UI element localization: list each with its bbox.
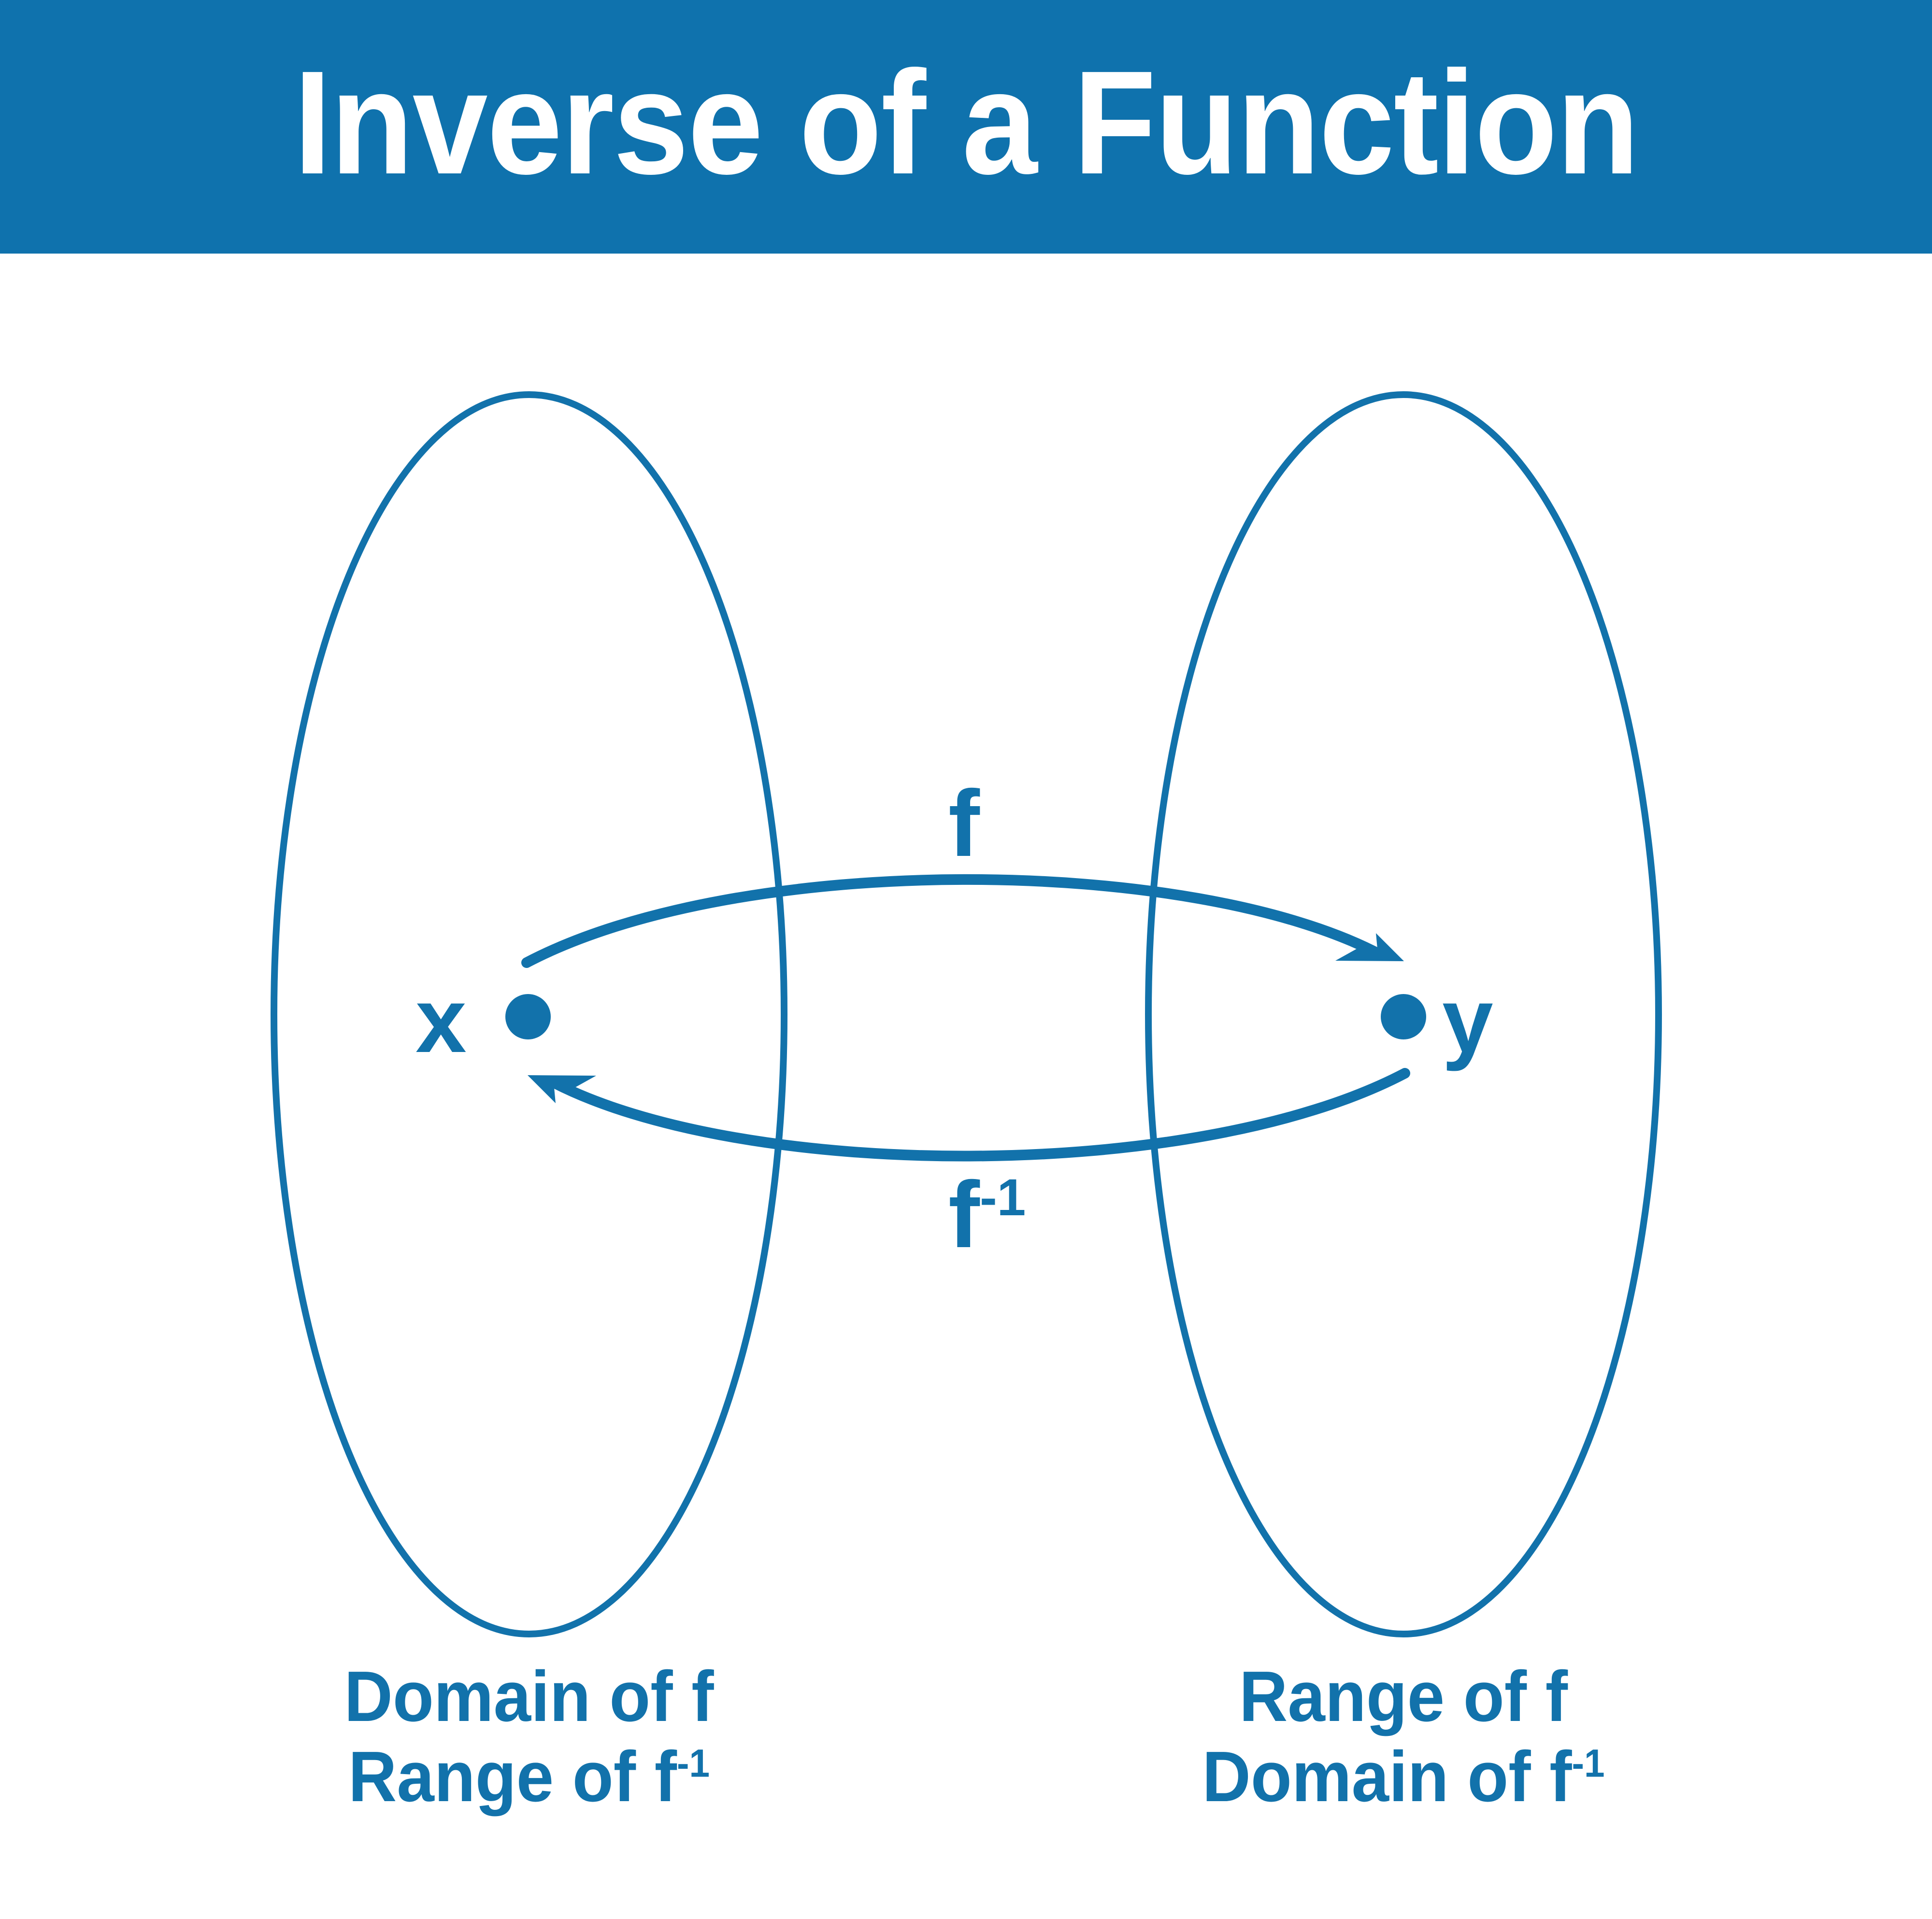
right-caption-line-1: Range of f xyxy=(1239,1657,1568,1736)
page-title: Inverse of a Function xyxy=(293,40,1639,205)
left-caption-line-2-base: Range of f xyxy=(348,1736,677,1817)
header-banner: Inverse of a Function xyxy=(0,0,1932,254)
right-caption-line-2-superscript: -1 xyxy=(1572,1741,1605,1786)
right-caption-line-2: Domain of f-1 xyxy=(1108,1737,1699,1817)
inverse-arrow xyxy=(528,1068,1410,1162)
right-set-caption: Range of f Domain of f-1 xyxy=(1108,1657,1699,1817)
inverse-arrow-head xyxy=(528,1075,596,1103)
left-set-ellipse xyxy=(271,391,787,1637)
right-element-label: y xyxy=(1442,969,1493,1072)
forward-arrow-head xyxy=(1335,933,1404,961)
inverse-arrow-shaft xyxy=(545,1068,1410,1162)
left-element-dot xyxy=(505,994,551,1039)
left-caption-line-2: Range of f-1 xyxy=(234,1737,824,1817)
left-caption-line-1: Domain of f xyxy=(344,1657,714,1736)
forward-arrow-shaft xyxy=(521,874,1387,968)
forward-arrow xyxy=(521,874,1404,968)
right-element-dot xyxy=(1381,994,1426,1039)
left-caption-line-2-superscript: -1 xyxy=(677,1741,710,1786)
inverse-arrow-label-superscript: -1 xyxy=(979,1168,1026,1226)
left-element-label: x xyxy=(415,969,467,1072)
left-set-caption: Domain of f Range of f-1 xyxy=(234,1657,824,1817)
inverse-arrow-label: f-1 xyxy=(948,1168,1026,1262)
forward-arrow-label: f xyxy=(948,771,980,876)
right-set-ellipse xyxy=(1145,391,1662,1637)
right-caption-line-2-base: Domain of f xyxy=(1202,1736,1572,1817)
inverse-arrow-label-base: f xyxy=(948,1162,980,1267)
